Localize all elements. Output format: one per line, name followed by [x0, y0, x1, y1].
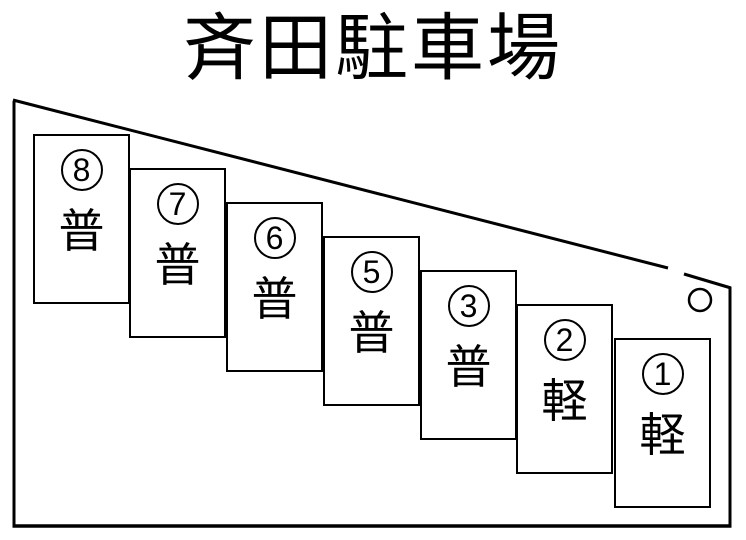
parking-space-6: 6 普	[226, 202, 323, 372]
parking-space-1: 1 軽	[614, 338, 711, 508]
space-number: 6	[265, 220, 284, 256]
space-number-badge: 6	[253, 217, 296, 259]
space-number: 7	[168, 186, 187, 222]
space-number-badge: 8	[60, 149, 103, 191]
circle-marker-icon	[687, 287, 713, 313]
parking-space-7: 7 普	[129, 168, 226, 338]
space-type: 普	[348, 307, 395, 359]
parking-space-8: 8 普	[33, 134, 130, 304]
space-number: 5	[362, 254, 381, 290]
space-number: 8	[72, 152, 91, 188]
boundary-diagonal-line	[12, 98, 669, 270]
space-type: 普	[251, 273, 298, 325]
space-type: 普	[154, 239, 201, 291]
space-number: 1	[653, 356, 672, 392]
space-number-badge: 7	[156, 183, 199, 225]
space-number-badge: 2	[543, 319, 586, 361]
space-number-badge: 1	[641, 353, 684, 395]
parking-space-3: 3 普	[420, 270, 517, 440]
space-number: 2	[555, 322, 574, 358]
space-type: 軽	[639, 409, 686, 461]
space-type: 軽	[541, 375, 588, 427]
parking-space-5: 5 普	[323, 236, 420, 406]
parking-space-2: 2 軽	[516, 304, 613, 474]
space-number-badge: 3	[447, 285, 490, 327]
page-title: 斉田駐車場	[183, 8, 563, 89]
boundary-diagonal-segment	[683, 272, 732, 290]
space-number-badge: 5	[350, 251, 393, 293]
space-number: 3	[459, 288, 478, 324]
space-type: 普	[445, 341, 492, 393]
space-type: 普	[58, 205, 105, 257]
